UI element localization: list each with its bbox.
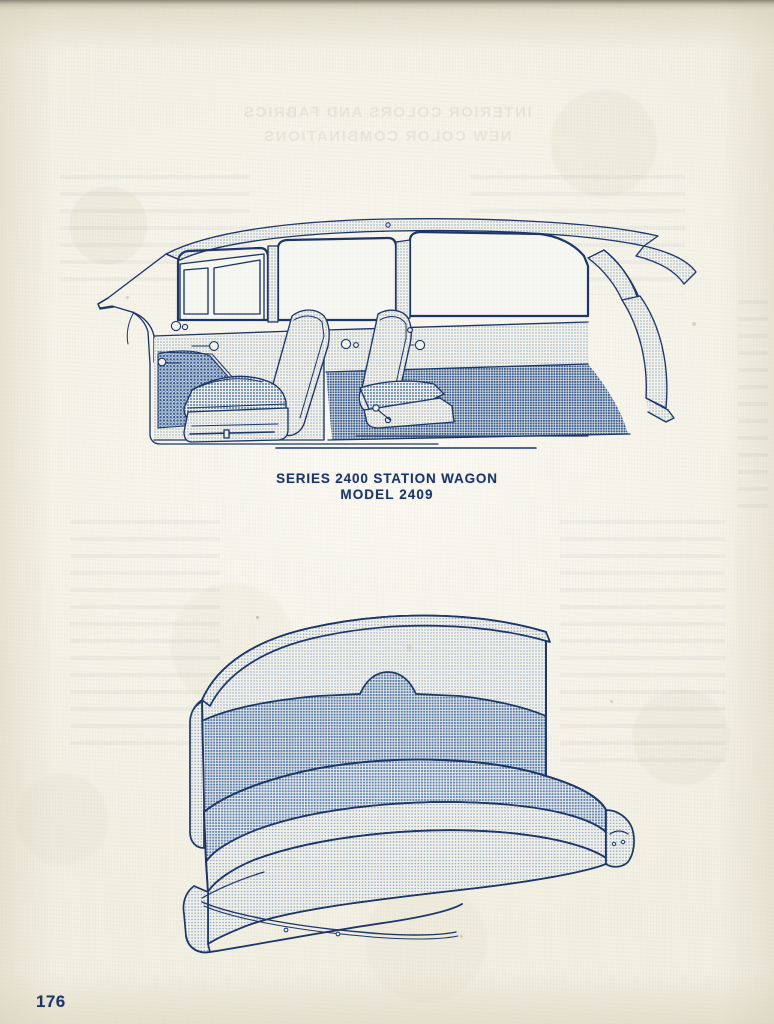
latch-slot: [609, 830, 629, 835]
c-pillar: [395, 239, 411, 321]
cushion-front-seam: [205, 801, 607, 863]
base-skirt-lower-edge: [207, 863, 607, 945]
seat-back-scallop-divider: [203, 671, 547, 721]
windshield-base: [126, 311, 135, 345]
seat-track: [189, 431, 275, 435]
paper-speck: [407, 644, 412, 652]
bolster-crease: [189, 701, 203, 723]
latch-rivet: [620, 839, 626, 845]
cushion-seam-2: [187, 403, 287, 409]
seat-back-top-welt: [201, 614, 551, 707]
showthrough-heading-line-1: INTERIOR COLORS AND FABRICS: [242, 104, 532, 121]
b-pillar: [267, 245, 279, 323]
seat-adjuster: [223, 429, 230, 439]
seat-side-latch-bracket: [605, 809, 635, 868]
figure-station-wagon-interior: [88, 212, 728, 462]
rear-sill-line: [327, 433, 631, 441]
chrome-trim-strip-left: [201, 871, 265, 899]
figure-rear-bench-seat: [160, 596, 660, 966]
seat-back-left-bolster: [189, 699, 205, 849]
cushion-seam-3: [191, 423, 279, 427]
chrome-trim-strip-lower-2: [203, 905, 459, 940]
station-wagon-svg: [97, 217, 697, 449]
quarter-window-glass: [408, 230, 590, 318]
second-row-crease: [379, 316, 407, 403]
paper-speck: [460, 935, 463, 938]
trim-fastener: [283, 927, 289, 933]
paper-speck: [610, 700, 613, 703]
tailgate-pillar: [621, 295, 668, 409]
roof-rear-corner: [635, 245, 697, 285]
bench-seat-svg: [182, 614, 635, 954]
tailgate-lower: [645, 397, 675, 423]
trim-fastener: [335, 931, 341, 937]
cushion-right-round: [545, 775, 607, 811]
showthrough-heading-line-2: NEW COLOR COMBINATIONS: [262, 128, 512, 145]
front-seat-back-crease: [293, 315, 325, 419]
rear-door-glass: [276, 236, 398, 322]
roof-panel: [165, 217, 659, 261]
rear-upper-trim-fill: [326, 322, 588, 372]
roof-trim-stud: [385, 222, 391, 228]
front-body-lower: [149, 363, 439, 445]
cowl-line: [131, 311, 155, 363]
scan-edge-shadow: [0, 0, 774, 10]
paper-speck: [692, 322, 696, 326]
latch-rivet: [611, 841, 617, 847]
paper-speck: [256, 616, 259, 619]
chrome-trim-strip-lower: [201, 901, 457, 936]
cowl-tip: [97, 297, 115, 310]
paper-speck: [205, 742, 208, 745]
caption-line-1: SERIES 2400 STATION WAGON: [276, 471, 498, 486]
seat-back-lower-twotone-fill: [204, 672, 546, 812]
front-door-hardware: [157, 320, 219, 367]
rear-trim-top-line: [325, 321, 589, 331]
vent-window: [183, 267, 209, 315]
figure-1-caption: SERIES 2400 STATION WAGON MODEL 2409: [0, 471, 774, 502]
page-number: 176: [36, 992, 66, 1011]
cushion-seam-1: [191, 378, 263, 391]
paper-speck: [540, 723, 543, 726]
caption-line-2: MODEL 2409: [340, 486, 434, 502]
front-glass-main: [213, 259, 261, 315]
paper-speck: [318, 760, 321, 763]
paper-speck: [126, 296, 129, 299]
base-bottom-outline: [185, 903, 463, 954]
seat-hinge-hardware: [372, 326, 414, 424]
